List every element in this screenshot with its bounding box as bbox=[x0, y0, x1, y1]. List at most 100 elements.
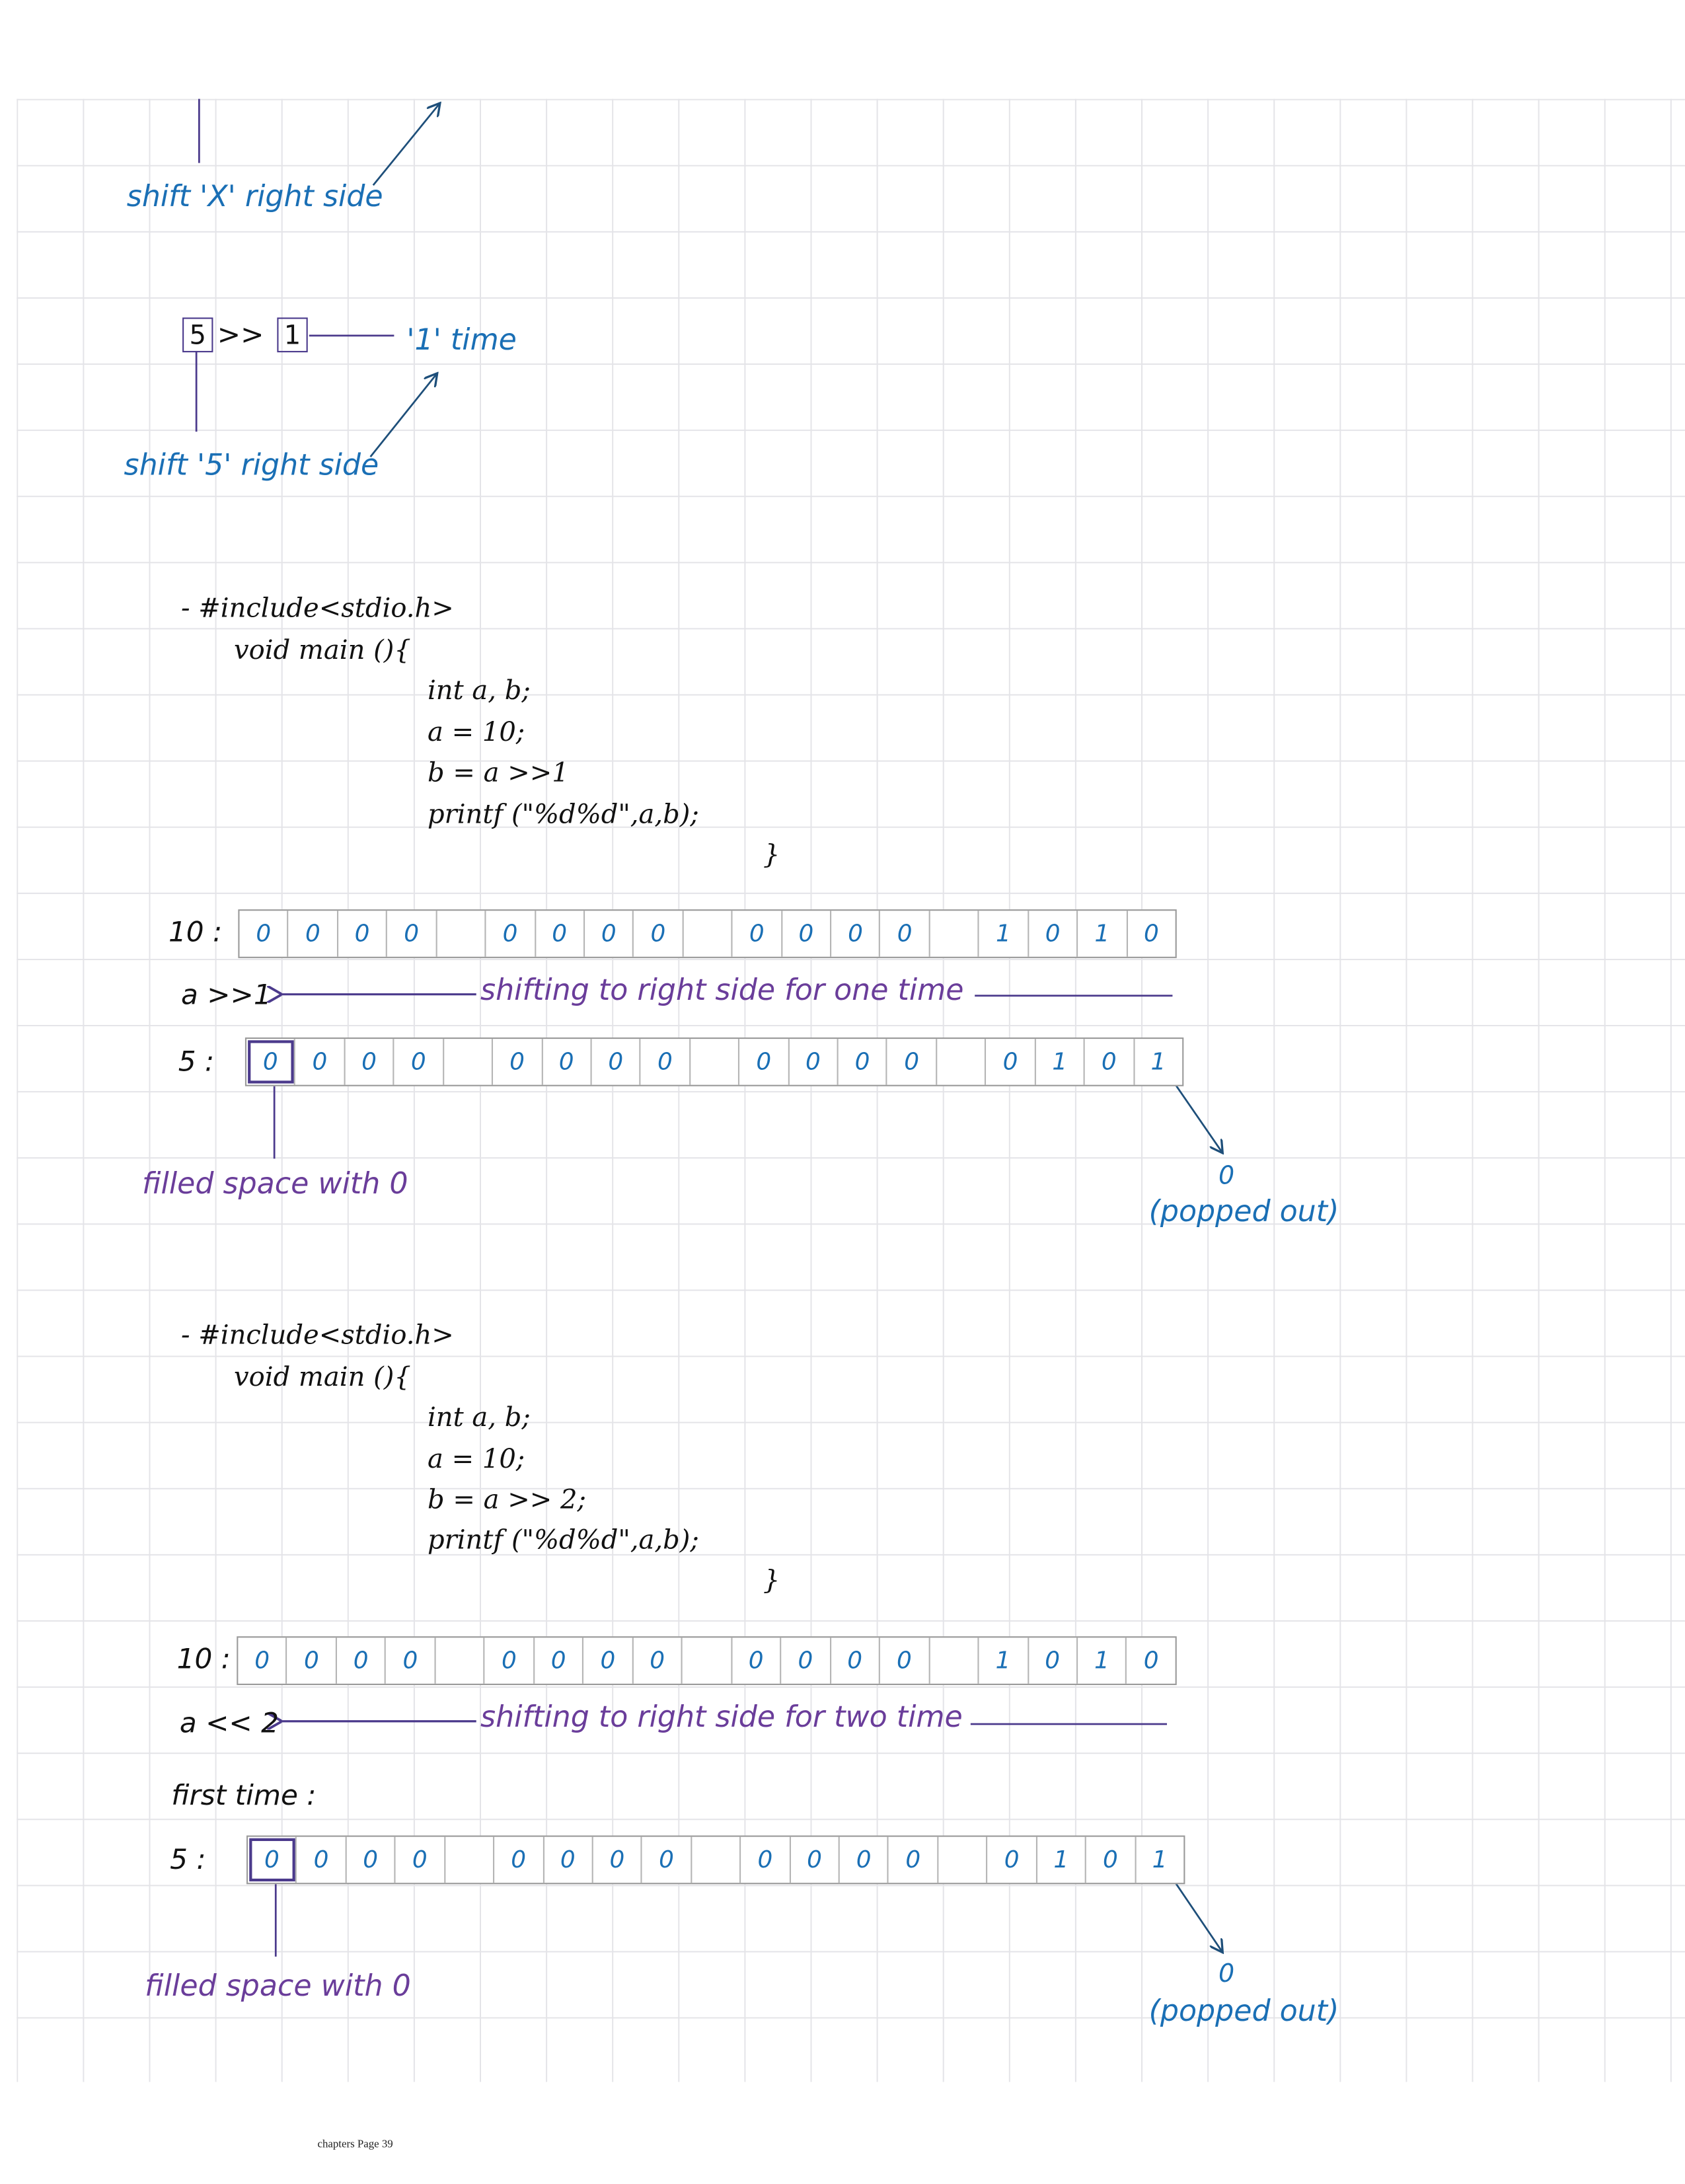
code-line: int a, b; bbox=[427, 675, 531, 706]
bit-cell: 1 bbox=[1035, 1039, 1086, 1085]
bit-cell: 0 bbox=[387, 911, 437, 957]
code-line: printf ("%d%d",a,b); bbox=[427, 1525, 699, 1556]
popped-value: 0 bbox=[1218, 1959, 1235, 1989]
filled-note: filled space with 0 bbox=[145, 1969, 411, 2003]
bit-cell: 0 bbox=[887, 1039, 938, 1085]
bit-cell: 0 bbox=[1086, 1836, 1136, 1883]
bit-cell: 0 bbox=[831, 911, 881, 957]
bit-cell: 0 bbox=[297, 1836, 347, 1883]
count-box: 1 bbox=[277, 317, 308, 353]
row-label: 10 : bbox=[176, 1641, 231, 1676]
code-line: int a, b; bbox=[427, 1402, 531, 1433]
bit-cell: 0 bbox=[987, 1039, 1036, 1085]
bit-separator-cell bbox=[930, 1638, 979, 1684]
code-line: } bbox=[763, 1565, 780, 1597]
bit-cell: 0 bbox=[1143, 919, 1159, 948]
bit-cell: 0 bbox=[831, 1638, 881, 1684]
bit-cell: 0 bbox=[248, 1836, 297, 1883]
bit-cell: 0 bbox=[790, 1836, 840, 1883]
row-label: 5 : bbox=[178, 1044, 215, 1078]
bit-cell: 0 bbox=[1085, 1039, 1135, 1085]
bit-cell: 1 bbox=[1078, 1638, 1127, 1684]
bit-cell: 0 bbox=[543, 1039, 592, 1085]
bit-cell: 0 bbox=[238, 1638, 288, 1684]
arrow bbox=[372, 103, 440, 186]
bit-cell: 0 bbox=[494, 1836, 544, 1883]
bit-cell: 0 bbox=[593, 1836, 643, 1883]
bit-cell: 0 bbox=[535, 911, 585, 957]
bit-cell: 0 bbox=[345, 1039, 394, 1085]
bit-cell: 0 bbox=[782, 1638, 831, 1684]
bit-cell: 0 bbox=[633, 1638, 683, 1684]
bit-cell: 0 bbox=[544, 1836, 593, 1883]
code-line: void main (){ bbox=[234, 1362, 411, 1393]
code-line: a = 10; bbox=[427, 717, 525, 748]
code-line: printf ("%d%d",a,b); bbox=[427, 799, 699, 831]
operation-label: a << 2 bbox=[179, 1706, 279, 1740]
code-line: } bbox=[763, 839, 780, 871]
operator: >> bbox=[217, 317, 264, 352]
filled-note: filled space with 0 bbox=[141, 1167, 408, 1201]
bit-cell: 0 bbox=[592, 1039, 642, 1085]
bit-cell: 1 bbox=[1037, 1836, 1087, 1883]
bit-cell: 0 bbox=[880, 1638, 930, 1684]
bit-cell: 0 bbox=[634, 911, 684, 957]
bit-cell: 0 bbox=[741, 1836, 791, 1883]
bit-cell: 0 bbox=[485, 1638, 535, 1684]
code-line: void main (){ bbox=[234, 634, 411, 666]
bit-cell: 0 bbox=[493, 1039, 543, 1085]
bit-cell: 1 bbox=[1150, 1047, 1166, 1076]
bit-cell: 0 bbox=[641, 1039, 691, 1085]
bit-cell: 0 bbox=[1143, 1647, 1159, 1675]
code-line: a = 10; bbox=[427, 1444, 525, 1475]
bit-cell: 0 bbox=[585, 911, 634, 957]
bit-cell: 0 bbox=[486, 911, 536, 957]
bit-cell: 0 bbox=[733, 911, 782, 957]
bit-cell: 0 bbox=[889, 1836, 939, 1883]
bit-cell: 0 bbox=[239, 911, 289, 957]
bit-cell: 0 bbox=[840, 1836, 889, 1883]
code-line: b = a >> 2; bbox=[427, 1484, 587, 1515]
bit-cell: 0 bbox=[396, 1836, 445, 1883]
bit-cell: 0 bbox=[296, 1039, 346, 1085]
code-line: - #include<stdio.h> bbox=[180, 1320, 454, 1351]
bit-cell: 0 bbox=[584, 1638, 634, 1684]
bit-cell: 0 bbox=[535, 1638, 584, 1684]
bit-cell: 0 bbox=[346, 1836, 396, 1883]
bit-cell: 0 bbox=[1029, 911, 1078, 957]
bit-cell: 0 bbox=[881, 911, 930, 957]
shift-note: shifting to right side for one time bbox=[480, 973, 964, 1007]
shift-x-label: shift 'X' right side bbox=[126, 179, 383, 213]
bit-separator-cell bbox=[692, 1836, 741, 1883]
shift-note: shifting to right side for two time bbox=[480, 1700, 963, 1734]
code-line: b = a >>1 bbox=[427, 757, 569, 788]
grid-background bbox=[17, 98, 1685, 2082]
bit-cell: 0 bbox=[289, 911, 338, 957]
bit-cell: 0 bbox=[1028, 1638, 1078, 1684]
bit-cell: 0 bbox=[732, 1638, 782, 1684]
bit-cell: 1 bbox=[979, 1638, 1029, 1684]
bit-separator-cell bbox=[683, 911, 733, 957]
bit-separator-cell bbox=[444, 1039, 494, 1085]
bit-cell: 0 bbox=[988, 1836, 1037, 1883]
bit-cell: 0 bbox=[387, 1638, 436, 1684]
operation-label: a >>1 bbox=[180, 977, 272, 1011]
bit-separator-cell bbox=[445, 1836, 495, 1883]
bit-cell: 1 bbox=[979, 911, 1029, 957]
bit-separator-cell bbox=[683, 1638, 732, 1684]
arrow bbox=[369, 373, 437, 458]
step-label: first time : bbox=[171, 1778, 317, 1812]
popped-note: (popped out) bbox=[1148, 1195, 1339, 1228]
bit-separator-cell bbox=[937, 1039, 987, 1085]
popped-note: (popped out) bbox=[1148, 1994, 1339, 2028]
bit-cell: 0 bbox=[739, 1039, 790, 1085]
row-label: 5 : bbox=[170, 1842, 206, 1876]
bit-cell: 0 bbox=[782, 911, 832, 957]
bit-separator-cell bbox=[691, 1039, 740, 1085]
row-label: 10 : bbox=[168, 915, 223, 949]
